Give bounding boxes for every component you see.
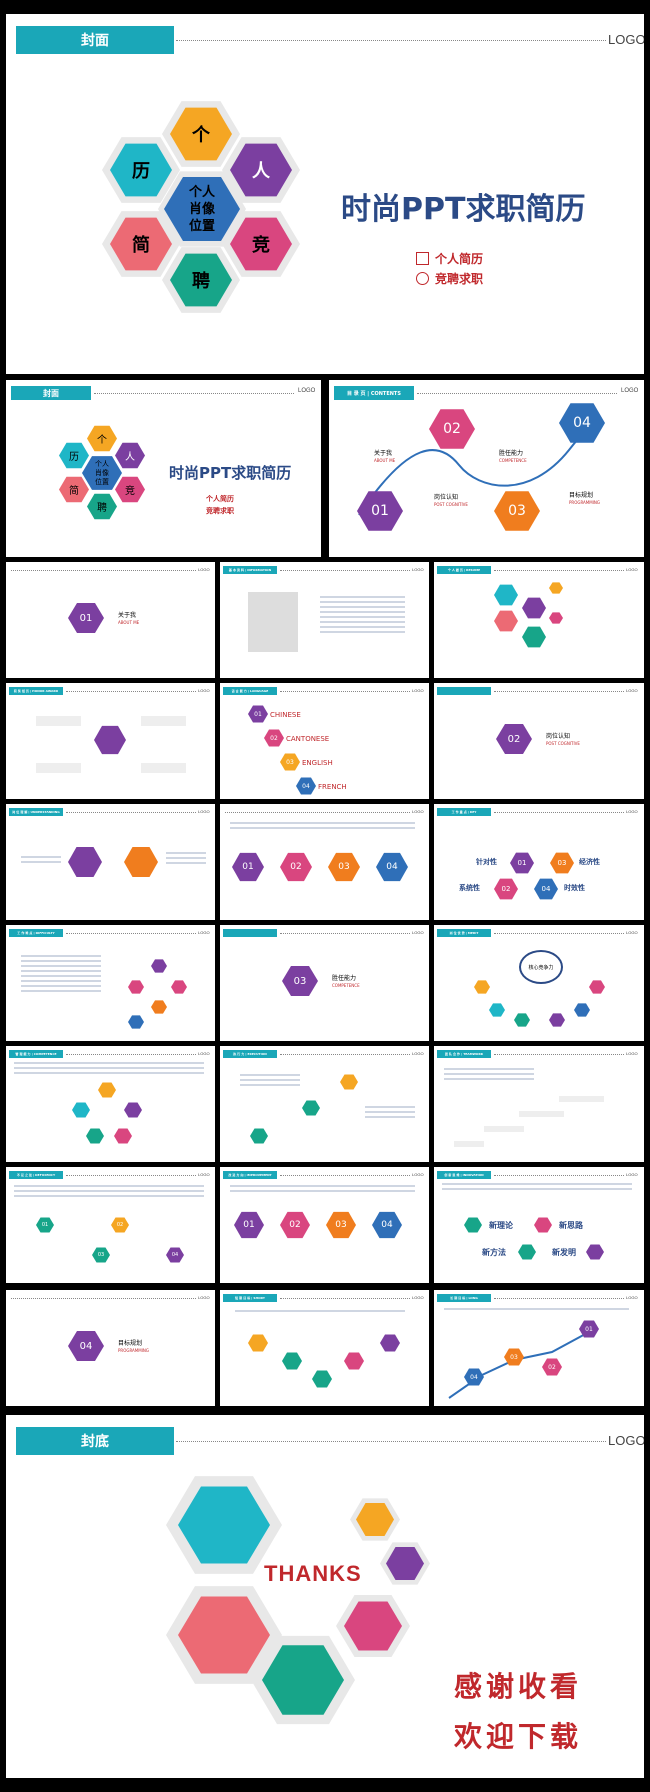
slide-about-me: LOGO 01 关于我 ABOUT ME	[6, 562, 215, 678]
cover-title: 时尚PPT求职简历	[341, 192, 586, 227]
photo-placeholder	[248, 592, 298, 652]
cover-item-job: 竞聘求职	[416, 270, 483, 287]
thanks-line1: 感谢收看	[454, 1670, 583, 1703]
slide-competence: LOGO 03 胜任能力 COMPETENCE	[220, 925, 429, 1041]
hex-orange-small	[356, 1503, 394, 1536]
person-icon	[416, 252, 429, 265]
logo: LOGO	[608, 32, 644, 47]
portrait-placeholder: 个人肖像位置	[164, 177, 240, 241]
slide-cover-thumb: 封面 LOGO 个 人 竞 聘 简 历 个人肖像位置 时尚PPT求职简历 个人简…	[6, 380, 321, 557]
cover-slide: 封面 LOGO 个 人 竞 聘 简 历 个人肖像位置 时尚PPT求职简历 个人简…	[6, 14, 644, 374]
slide-post: LOGO 02 岗位认知 POST COGNITIVE	[434, 683, 644, 799]
cover-item-resume: 个人简历	[416, 250, 483, 267]
gear-icon	[416, 272, 429, 285]
end-tab: 封底	[16, 1427, 174, 1455]
slide-contents: 目 录 页 | CONTENTS LOGO 01 02 03 04 关于我 AB…	[329, 380, 644, 557]
cover-tab: 封面	[16, 26, 174, 54]
hex-cluster: 个 人 竞 聘 简 历 个人肖像位置	[96, 99, 316, 319]
slide-programming: LOGO 04 目标规划 PROGRAMMING	[6, 1290, 215, 1406]
thanks-line2: 欢迎下载	[454, 1720, 583, 1753]
thanks-text: THANKS	[264, 1561, 362, 1586]
slide-steps: LOGO 01 02 03 04	[220, 804, 429, 920]
hex-green-big	[262, 1645, 344, 1715]
end-logo: LOGO	[608, 1433, 644, 1448]
end-slide: 封底 LOGO THANKS 感谢收看 欢迎下载	[6, 1415, 644, 1778]
hex-purple-small	[386, 1547, 424, 1580]
